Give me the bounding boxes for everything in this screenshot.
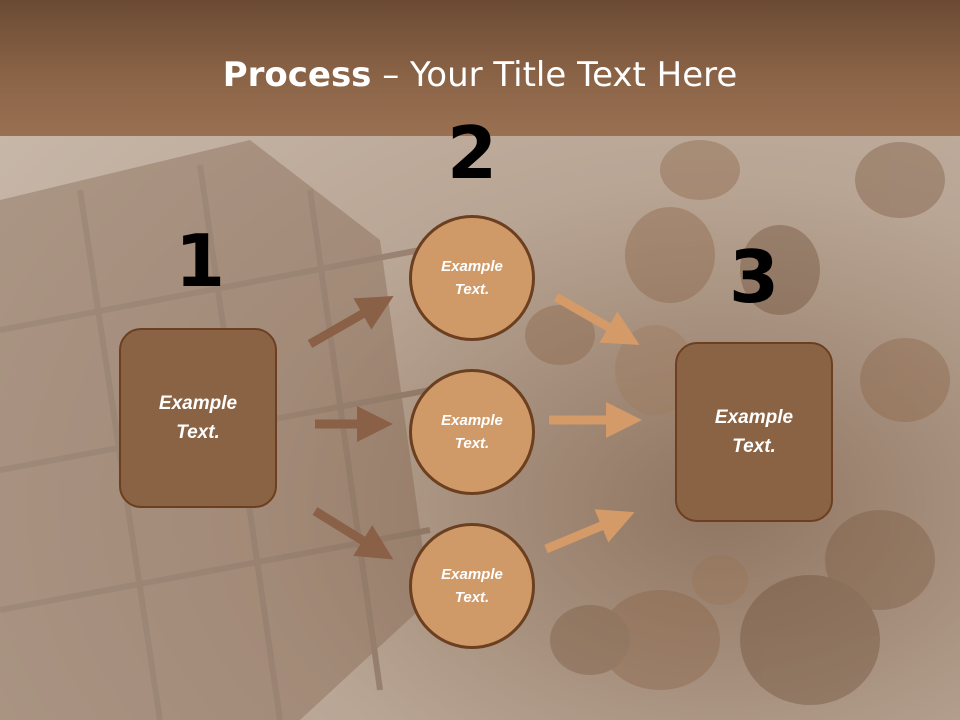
process-circle-3[interactable]: Example Text. [409, 523, 535, 649]
arrow-to-circle-1 [307, 296, 394, 348]
hazelnut-shapes [525, 140, 950, 705]
step-number-3: 3 [728, 235, 780, 319]
title-rest: – Your Title Text Here [371, 55, 738, 95]
circle-label-3: Example Text. [441, 566, 503, 606]
step-number-1: 1 [174, 219, 226, 303]
process-circle-2[interactable]: Example Text. [409, 369, 535, 495]
start-box-label: Example Text. [158, 393, 238, 443]
step-number-2: 2 [446, 111, 498, 195]
title-bold: Process [222, 55, 372, 95]
arrow-to-circle-3 [312, 507, 394, 560]
start-box[interactable]: Example Text. [119, 328, 277, 508]
title-bar [0, 0, 960, 136]
circle-label-1: Example Text. [441, 258, 503, 298]
circle-label-2: Example Text. [441, 412, 503, 452]
arrow-from-circle-3 [544, 509, 635, 554]
end-box[interactable]: Example Text. [675, 342, 833, 522]
arrow-from-circle-1 [553, 293, 640, 345]
process-circle-1[interactable]: Example Text. [409, 215, 535, 341]
slide-title[interactable]: Process – Your Title Text Here [0, 52, 960, 98]
end-box-label: Example Text. [714, 407, 794, 457]
